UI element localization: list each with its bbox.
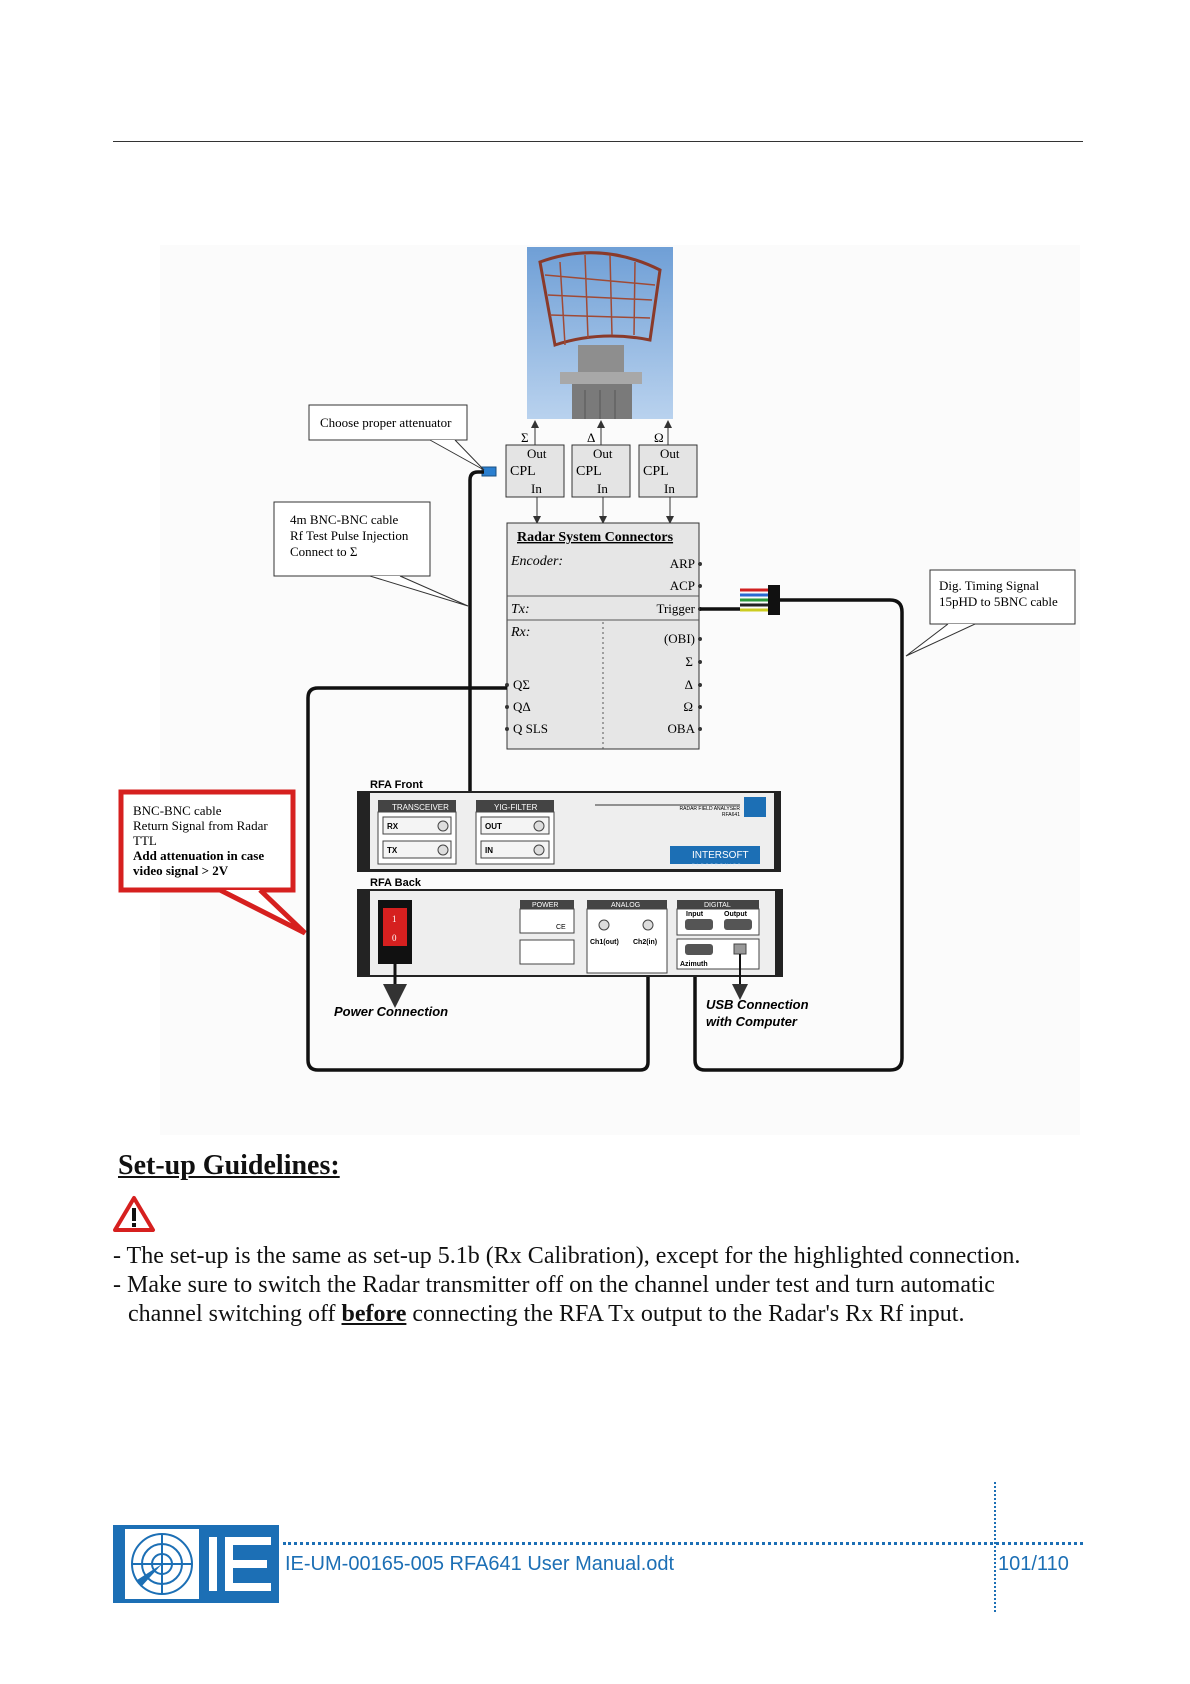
timing-connector bbox=[740, 585, 780, 615]
header-rule bbox=[113, 141, 1083, 142]
intersoft-sub: ELECTRONICS bbox=[692, 862, 742, 867]
yig-filter-label: YIG-FILTER bbox=[494, 803, 538, 812]
footer-document-name: IE-UM-00165-005 RFA641 User Manual.odt bbox=[285, 1553, 675, 1575]
coupler-omega-label: CPL bbox=[643, 464, 669, 479]
switch-off-label: 0 bbox=[392, 933, 397, 943]
trigger-label: Trigger bbox=[656, 601, 695, 616]
callout-bnc-line3: Connect to Σ bbox=[290, 544, 358, 559]
guideline-3: channel switching off before connecting … bbox=[128, 1300, 964, 1328]
guideline-3-bold: before bbox=[341, 1301, 407, 1327]
coupler-sigma-symbol: Σ bbox=[521, 430, 529, 445]
rx-sigma-label: Σ bbox=[685, 654, 693, 669]
power-connection-label: Power Connection bbox=[334, 1004, 448, 1019]
callout-bnc-line2: Rf Test Pulse Injection bbox=[290, 528, 409, 543]
warning-icon bbox=[113, 1196, 155, 1232]
usb-connection-line1: USB Connection bbox=[706, 997, 809, 1012]
usb-connection-line2: with Computer bbox=[706, 1014, 798, 1029]
attenuator bbox=[481, 466, 497, 477]
rfa-back-label: RFA Back bbox=[370, 877, 422, 889]
callout-timing-line1: Dig. Timing Signal bbox=[939, 578, 1039, 593]
azimuth-label: Azimuth bbox=[680, 961, 708, 968]
digital-input-label: Input bbox=[686, 911, 704, 918]
guideline-2: - Make sure to switch the Radar transmit… bbox=[113, 1272, 995, 1298]
encoder-label: Encoder: bbox=[510, 554, 563, 569]
coupler-omega-out: Out bbox=[660, 446, 680, 461]
arp-label: ARP bbox=[670, 556, 695, 571]
callout-bnc-cable: 4m BNC-BNC cable Rf Test Pulse Injection… bbox=[273, 501, 469, 607]
rx-delta-label: Δ bbox=[685, 677, 693, 692]
coupler-sigma: Σ Out CPL In bbox=[505, 420, 565, 524]
analog-label: ANALOG bbox=[611, 902, 640, 909]
guideline-1: - The set-up is the same as set-up 5.1b … bbox=[113, 1243, 1021, 1269]
radar-antenna-image bbox=[527, 247, 673, 419]
callout-timing: Dig. Timing Signal 15pHD to 5BNC cable bbox=[905, 569, 1076, 657]
radar-box-title: Radar System Connectors bbox=[517, 530, 674, 545]
front-rx-label: RX bbox=[387, 822, 399, 831]
callout-timing-line2: 15pHD to 5BNC cable bbox=[939, 594, 1058, 609]
rx-label: Rx: bbox=[510, 625, 530, 640]
coupler-omega: Ω Out CPL In bbox=[638, 420, 698, 524]
coupler-omega-symbol: Ω bbox=[654, 430, 664, 445]
rfa-brand-line: RADAR FIELD ANALYSER bbox=[680, 806, 741, 812]
callout-return-line4: Add attenuation in case bbox=[133, 848, 264, 863]
callout-bnc-line1: 4m BNC-BNC cable bbox=[290, 512, 399, 527]
rfa-back-panel: RFA Back 1 0 POWER CE ANALOG Ch1(out) Ch… bbox=[357, 877, 783, 977]
footer-dotted-line bbox=[283, 1542, 1083, 1545]
front-tx-label: TX bbox=[387, 846, 398, 855]
power-label: POWER bbox=[532, 902, 558, 909]
q-sls-label: Q SLS bbox=[513, 721, 548, 736]
guideline-3-post: connecting the RFA Tx output to the Rada… bbox=[406, 1301, 965, 1327]
yig-in-label: IN bbox=[485, 846, 493, 855]
q-sigma-label: QΣ bbox=[513, 677, 530, 692]
radar-system-connectors: Radar System Connectors Encoder: ARP ACP… bbox=[505, 522, 702, 750]
acp-label: ACP bbox=[670, 578, 695, 593]
callout-attenuator: Choose proper attenuator bbox=[308, 404, 485, 471]
tx-label: Tx: bbox=[511, 602, 530, 617]
intersoft-logo bbox=[113, 1525, 279, 1603]
rfa-front-label: RFA Front bbox=[370, 779, 423, 791]
coupler-sigma-in: In bbox=[531, 481, 542, 496]
coupler-sigma-label: CPL bbox=[510, 464, 536, 479]
coupler-delta-out: Out bbox=[593, 446, 613, 461]
callout-return-line2: Return Signal from Radar bbox=[133, 818, 268, 833]
callout-return-line3: TTL bbox=[133, 833, 157, 848]
oba-label: OBA bbox=[668, 721, 696, 736]
q-delta-label: QΔ bbox=[513, 699, 531, 714]
footer-divider bbox=[994, 1482, 996, 1612]
intersoft-brand: INTERSOFT bbox=[692, 850, 749, 861]
rfa-front-panel: RFA Front TRANSCEIVER RX TX YIG-FILTER O… bbox=[357, 779, 781, 872]
footer-page-number: 101/110 bbox=[998, 1553, 1069, 1575]
callout-return-signal: BNC-BNC cable Return Signal from Radar T… bbox=[118, 789, 307, 936]
guidelines-title: Set-up Guidelines: bbox=[118, 1150, 340, 1181]
callout-return-line1: BNC-BNC cable bbox=[133, 803, 222, 818]
switch-on-label: 1 bbox=[392, 914, 397, 924]
yig-out-label: OUT bbox=[485, 822, 502, 831]
coupler-delta-label: CPL bbox=[576, 464, 602, 479]
digital-output-label: Output bbox=[724, 911, 748, 918]
coupler-delta-in: In bbox=[597, 481, 608, 496]
transceiver-label: TRANSCEIVER bbox=[392, 803, 449, 812]
ch1-label: Ch1(out) bbox=[590, 939, 619, 946]
callout-return-line5: video signal > 2V bbox=[133, 863, 229, 878]
ce-label: CE bbox=[556, 924, 566, 931]
obi-label: (OBI) bbox=[664, 631, 695, 646]
coupler-sigma-out: Out bbox=[527, 446, 547, 461]
coupler-omega-in: In bbox=[664, 481, 675, 496]
ch2-label: Ch2(in) bbox=[633, 939, 657, 946]
digital-label: DIGITAL bbox=[704, 902, 731, 909]
rfa-model: RFA641 bbox=[722, 812, 740, 818]
rx-omega-label: Ω bbox=[683, 699, 693, 714]
coupler-delta-symbol: Δ bbox=[587, 430, 595, 445]
coupler-delta: Δ Out CPL In bbox=[571, 420, 631, 524]
callout-attenuator-text: Choose proper attenuator bbox=[320, 415, 452, 430]
guideline-3-pre: channel switching off bbox=[128, 1301, 342, 1327]
